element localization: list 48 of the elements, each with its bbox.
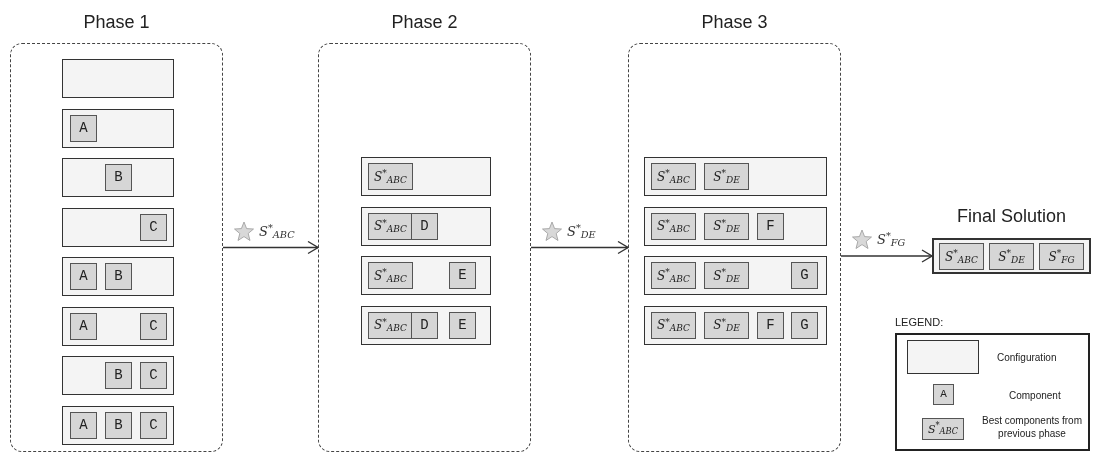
phase-heading: Final Solution	[956, 205, 1067, 228]
arrow	[840, 249, 933, 263]
configuration-box	[644, 157, 827, 196]
configuration-box	[62, 257, 174, 296]
component-box: C	[140, 362, 167, 389]
component-box: A	[70, 114, 97, 142]
component-box: C	[140, 312, 167, 340]
component-box: A	[70, 312, 97, 340]
arrow	[530, 240, 629, 255]
component-box: B	[105, 362, 132, 389]
phase-heading: Phase 1	[83, 11, 150, 34]
component-box: F	[757, 311, 784, 339]
configuration-box	[644, 305, 827, 345]
configuration-box	[62, 158, 174, 197]
component-box: G	[791, 262, 818, 289]
component-sample: A	[933, 384, 954, 405]
component-box: A	[70, 411, 97, 439]
configuration-box	[361, 157, 491, 196]
component-box: B	[105, 164, 132, 191]
configuration-box	[62, 59, 174, 98]
configuration-box	[361, 206, 491, 246]
component-box: B	[105, 411, 132, 439]
configuration-box	[62, 306, 174, 346]
configuration-box	[361, 256, 491, 295]
component-box: E	[449, 262, 476, 289]
arrow	[222, 240, 319, 255]
component-box: D	[411, 311, 438, 339]
configuration-box	[644, 206, 827, 246]
component-box: G	[791, 311, 818, 339]
component-box: C	[140, 411, 167, 439]
configuration-box	[644, 256, 827, 295]
phase-heading: Phase 3	[701, 11, 768, 34]
legend-text: Best components from previous phase	[980, 415, 1083, 440]
component-box: D	[411, 212, 438, 240]
configuration-box	[62, 108, 174, 148]
configuration-box	[361, 305, 491, 345]
component-box: A	[70, 263, 97, 290]
legend-text: Component	[1009, 389, 1061, 403]
component-box: E	[449, 311, 476, 339]
component-box: F	[757, 212, 784, 240]
legend-title: LEGEND:	[895, 315, 944, 330]
component-box: C	[140, 213, 167, 241]
component-box: B	[105, 263, 132, 290]
configuration-box	[62, 405, 174, 445]
legend-text: Configuration	[997, 351, 1057, 365]
phase-heading: Phase 2	[391, 11, 458, 34]
configuration-box	[62, 356, 174, 395]
configuration-box	[62, 207, 174, 247]
